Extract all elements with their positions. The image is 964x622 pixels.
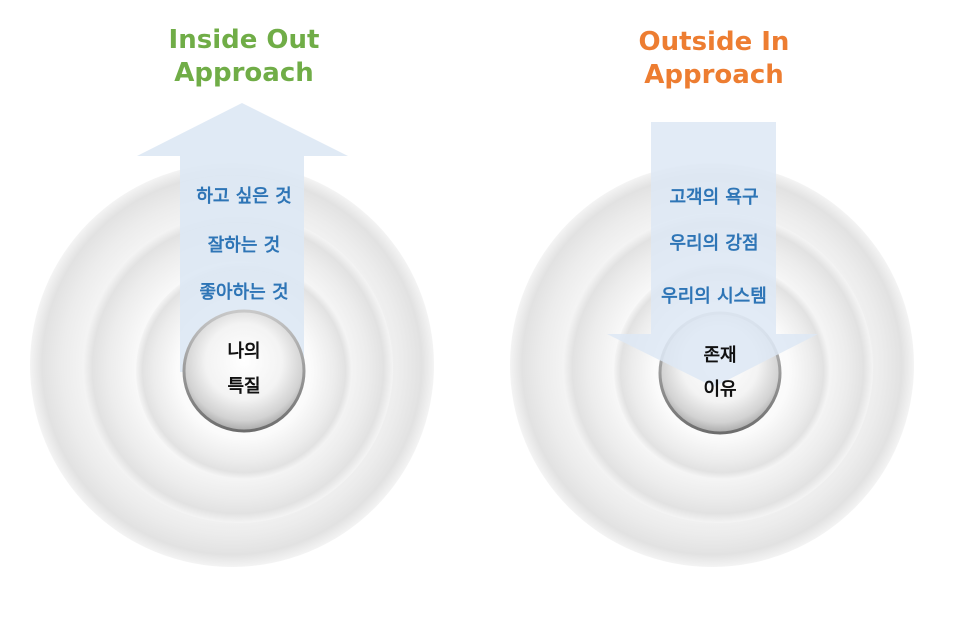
title-line-1: Outside In (639, 27, 790, 57)
approach-item: 우리의 시스템 (661, 286, 767, 307)
core-label-line-1: 존재 (703, 345, 736, 366)
down-arrow (607, 122, 818, 387)
inside-out-panel: Inside Out Approach 하고 싶은 것 잘하는 것 좋아하는 것… (30, 25, 434, 567)
approach-item: 잘하는 것 (208, 235, 281, 256)
up-arrow (137, 103, 348, 372)
title-line-1: Inside Out (169, 25, 320, 55)
core-sphere (182, 309, 306, 433)
title-line-2: Approach (174, 58, 314, 88)
approach-item: 고객의 욕구 (669, 187, 758, 208)
core-label-line-2: 특질 (227, 376, 260, 397)
core-label-line-2: 이유 (703, 379, 736, 400)
outside-in-panel: Outside In Approach 고객의 욕구 우리의 강점 우리의 시스… (510, 27, 914, 567)
approach-item: 하고 싶은 것 (196, 186, 291, 207)
core-label-line-1: 나의 (227, 341, 260, 362)
approach-item: 우리의 강점 (669, 233, 758, 254)
title-line-2: Approach (644, 60, 784, 90)
approach-item: 좋아하는 것 (199, 282, 288, 303)
